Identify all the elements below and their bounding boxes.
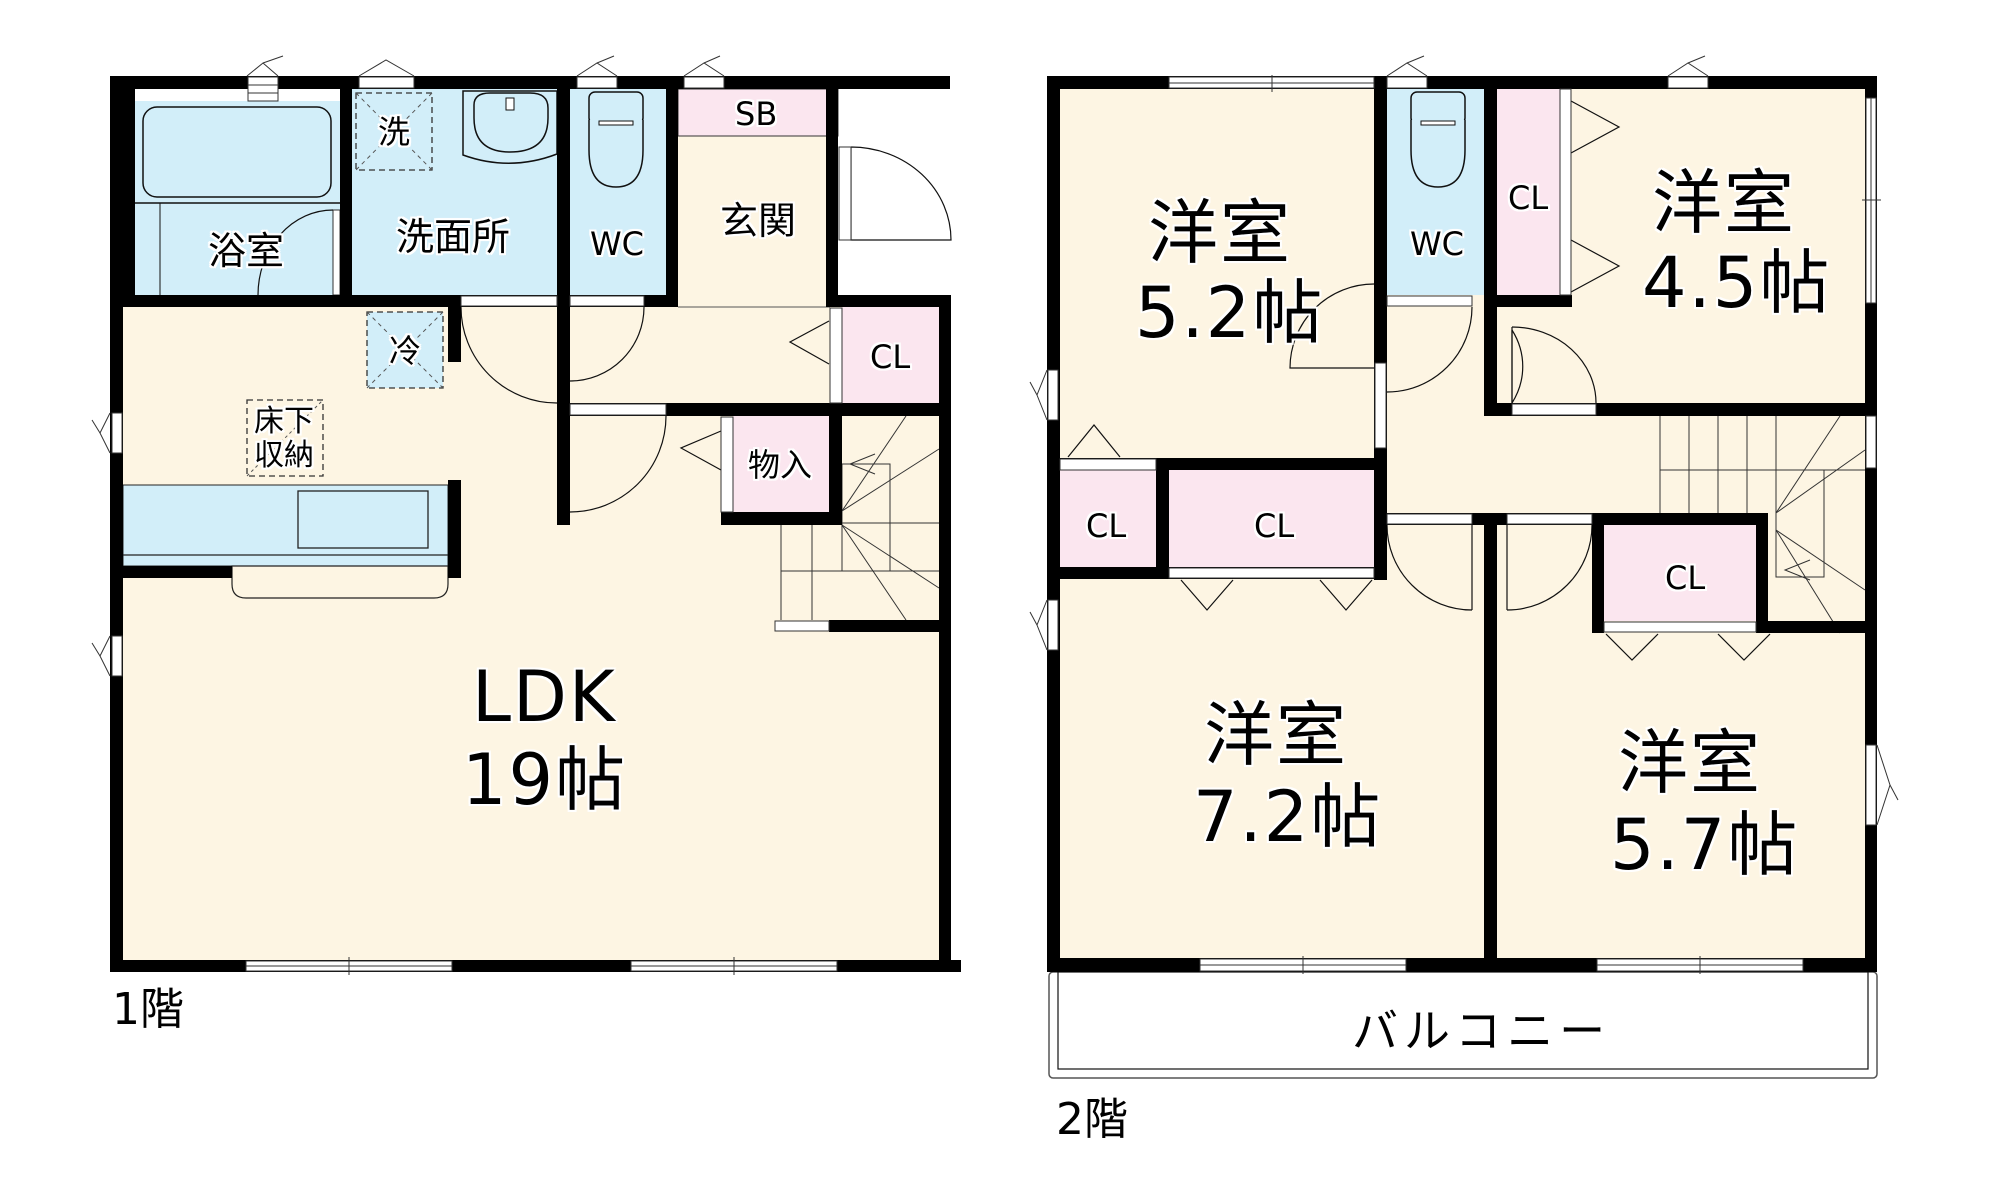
room-label-closet-ne: CL xyxy=(1508,179,1549,217)
floor2-closet-ne-fill xyxy=(1497,89,1560,295)
floor2-label: 2階 xyxy=(1056,1094,1128,1145)
floor2-closet-w-small-fill xyxy=(1060,470,1156,567)
washer-space-label: 洗 xyxy=(378,113,411,151)
room-label-wc-floor1: WC xyxy=(590,225,644,263)
room-label-closet-w-large: CL xyxy=(1254,507,1295,545)
room-label-sw-size: 7.2帖 xyxy=(1193,776,1383,858)
room-label-bath: 浴室 xyxy=(208,229,285,273)
floor1-plan xyxy=(91,55,961,975)
room-label-sw-name: 洋室 xyxy=(1204,694,1348,776)
underfloor-storage-label-line1: 床下 xyxy=(254,404,314,439)
room-label-wc-floor2: WC xyxy=(1410,225,1464,263)
room-label-entrance: 玄関 xyxy=(720,199,797,243)
floor2-closet-w-large-fill xyxy=(1169,470,1374,567)
floor1-closet-fill xyxy=(842,307,939,403)
room-label-closet-se: CL xyxy=(1665,559,1706,597)
floor2-closet-se-fill xyxy=(1604,525,1756,621)
room-label-nw-name: 洋室 xyxy=(1148,192,1292,274)
balcony-label: バルコニー xyxy=(1352,1004,1612,1058)
room-label-storage: 物入 xyxy=(748,446,813,484)
room-label-se-size: 5.7帖 xyxy=(1610,804,1800,886)
room-label-closet-w-small: CL xyxy=(1086,507,1127,545)
room-label-ne-size: 4.5帖 xyxy=(1642,242,1832,324)
floor1-label: 1階 xyxy=(112,984,184,1035)
room-label-ldk-name: LDK xyxy=(472,656,617,738)
room-label-se-name: 洋室 xyxy=(1618,722,1762,804)
room-label-shoe-box: SB xyxy=(735,95,778,133)
room-label-closet-floor1: CL xyxy=(870,338,911,376)
room-label-nw-size: 5.2帖 xyxy=(1135,272,1325,354)
room-label-washroom: 洗面所 xyxy=(396,215,511,259)
room-label-ldk-size: 19帖 xyxy=(462,739,628,821)
fridge-space-label: 冷 xyxy=(389,332,422,370)
underfloor-storage-label-line2: 収納 xyxy=(254,438,314,473)
room-label-ne-name: 洋室 xyxy=(1652,162,1796,244)
floor2-plan xyxy=(1029,55,1899,1079)
floor1-storage-fill xyxy=(733,416,829,512)
